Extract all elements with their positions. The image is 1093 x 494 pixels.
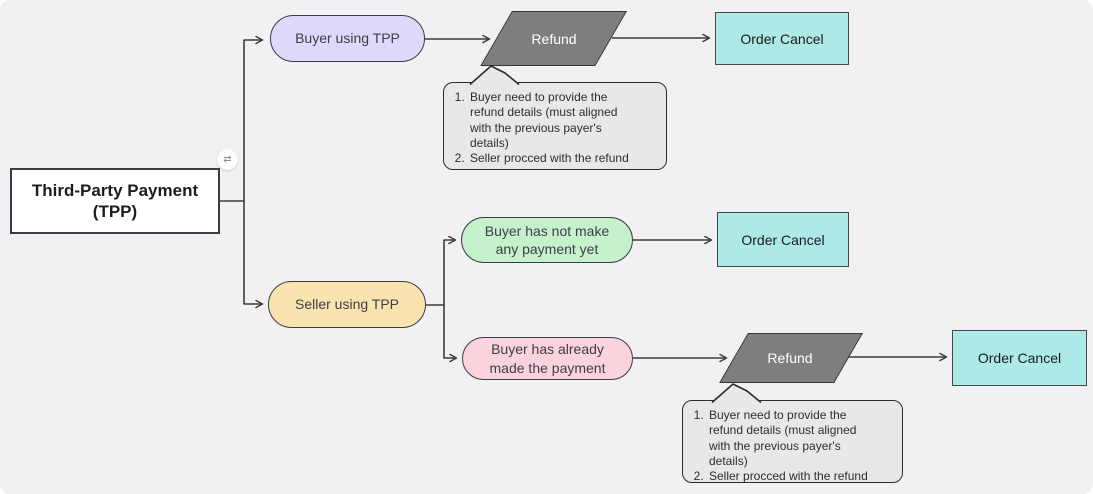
no-payment-label-line1: Buyer has not make [484,222,610,239]
refund-steps-list: Buyer need to provide the refund details… [683,408,902,485]
buyer-branch-label: Buyer using TPP [295,30,400,47]
node-third-party-payment[interactable]: Third-Party Payment (TPP) [10,168,220,234]
node-order-cancel-middle[interactable]: Order Cancel [717,212,849,267]
order-cancel-middle-label: Order Cancel [741,231,825,248]
no-payment-label-line2: any payment yet [495,241,599,257]
refund-bottom-label: Refund [767,350,813,366]
root-label-line1: Third-Party Payment [31,180,199,200]
refund-steps-list: Buyer need to provide the refund details… [444,90,666,167]
connector-seller-to-no-payment [426,235,457,306]
connector-badge[interactable]: ⇄ [217,149,238,170]
order-cancel-top-label: Order Cancel [740,30,824,47]
node-order-cancel-bottom[interactable]: Order Cancel [952,330,1087,386]
connector-seller-to-paid [443,305,458,363]
connector-root-to-buyer [220,35,264,202]
refund-step-item: Buyer need to provide the refund details… [707,408,876,469]
refund-step-item: Seller procced with the refund [707,469,876,484]
note-refund-steps-top[interactable]: Buyer need to provide the refund details… [443,82,667,170]
connector-root-to-seller [243,201,264,309]
seller-branch-label: Seller using TPP [294,296,399,313]
root-label-line2: (TPP) [92,202,138,221]
node-buyer-paid[interactable]: Buyer has already made the payment [462,337,633,380]
paid-label-line1: Buyer has already [491,341,604,358]
paid-label-line2: made the payment [489,359,606,376]
node-order-cancel-top[interactable]: Order Cancel [715,12,849,65]
refund-step-item: Buyer need to provide the refund details… [468,90,640,151]
refund-top-label: Refund [531,30,577,47]
node-buyer-no-payment[interactable]: Buyer has not make any payment yet [461,217,633,263]
node-seller-using-tpp[interactable]: Seller using TPP [268,281,426,328]
note-refund-steps-bottom[interactable]: Buyer need to provide the refund details… [682,400,903,483]
node-buyer-using-tpp[interactable]: Buyer using TPP [270,15,425,62]
refund-step-item: Seller procced with the refund [468,151,640,166]
order-cancel-bottom-label: Order Cancel [977,350,1062,366]
swap-arrows-icon: ⇄ [223,154,232,165]
